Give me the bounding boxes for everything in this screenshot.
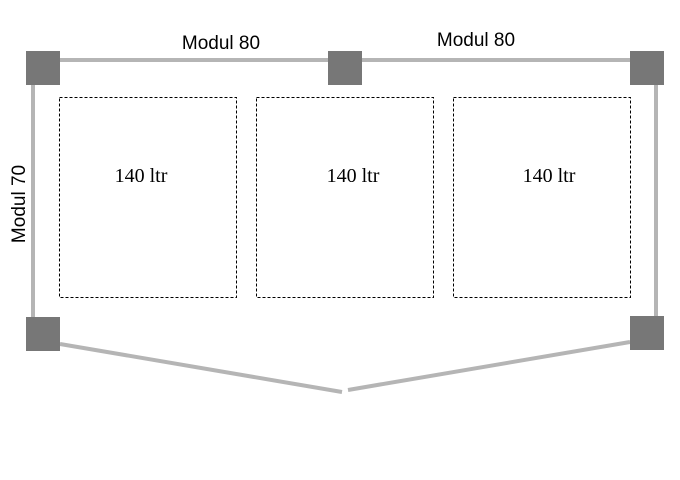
post-top-right [630, 51, 664, 85]
top-right-module-label: Modul 80 [437, 30, 515, 51]
bin-capacity-label: 140 ltr [115, 165, 168, 187]
bin-slot-3: 140 ltr [453, 97, 631, 298]
door-bar-left [59, 342, 343, 394]
side-module-label: Modul 70 [9, 165, 30, 243]
bin-outline [256, 97, 434, 298]
bin-slot-2: 140 ltr [256, 97, 434, 298]
door-bar-right [347, 340, 631, 392]
bin-outline [59, 97, 237, 298]
post-bottom-right [630, 316, 664, 350]
top-left-module-label: Modul 80 [182, 33, 260, 54]
bin-slot-1: 140 ltr [59, 97, 237, 298]
bin-capacity-label: 140 ltr [523, 165, 576, 187]
bin-outline [453, 97, 631, 298]
post-top-middle [328, 51, 362, 85]
bin-capacity-label: 140 ltr [327, 165, 380, 187]
post-top-left [26, 51, 60, 85]
post-bottom-left [26, 317, 60, 351]
